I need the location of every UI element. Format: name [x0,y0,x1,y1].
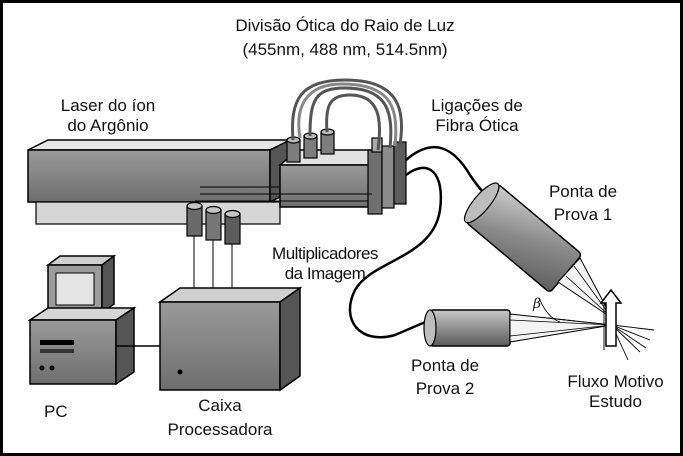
probe-2-label: Ponta de Prova 2 [390,356,500,399]
fiber-label: Ligações de Fibra Ótica [412,96,542,136]
processor-label-line-2: Processadora [167,420,273,439]
flow-label-line-2: Estudo [589,392,642,411]
multipliers-label: Multiplicadores da Imagem [240,244,410,284]
title-line-1: Divisão Ótica do Raio de Luz [235,16,455,35]
processor-label: Caixa Processadora [150,396,290,440]
laser-label: Laser do íon do Argônio [28,96,188,136]
processor-box [157,286,303,392]
argon-laser [27,138,291,225]
probe-1-label-line-2: Prova 1 [553,205,613,224]
probe-1-label-line-1: Ponta de [548,182,618,201]
flow-label: Fluxo Motivo Estudo [553,372,678,412]
photomultipliers [186,201,241,245]
title-line-2: (455nm, 488 nm, 514.5nm) [242,40,448,59]
fiber-loops [291,78,403,151]
probe-2-label-line-1: Ponta de [410,356,480,375]
flow-arrow [599,288,623,347]
probe-2-label-line-2: Prova 2 [415,379,475,398]
multipliers-label-line-1: Multiplicadores [272,244,378,263]
laser-label-line-1: Laser do íon [60,96,156,115]
fiber-couplers [367,137,407,215]
fiber-label-line-1: Ligações de [431,96,523,115]
pc-computer [27,254,137,386]
processor-label-line-1: Caixa [198,396,242,415]
laser-label-line-2: do Argônio [67,116,149,135]
angle-beta-label: β [533,296,542,312]
probe-1-label: Ponta de Prova 1 [528,182,638,225]
flow-label-line-1: Fluxo Motivo [567,372,664,391]
title-label: Divisão Ótica do Raio de Luz (455nm, 488… [200,16,490,60]
probe-1 [463,182,613,319]
splitter-cylinders [286,128,335,163]
pc-label: PC [44,402,68,421]
light-pathway [195,193,372,202]
probe-2 [423,309,613,347]
multipliers-label-line-2: da Imagem [284,264,366,283]
fiber-label-line-2: Fibra Ótica [435,116,519,135]
